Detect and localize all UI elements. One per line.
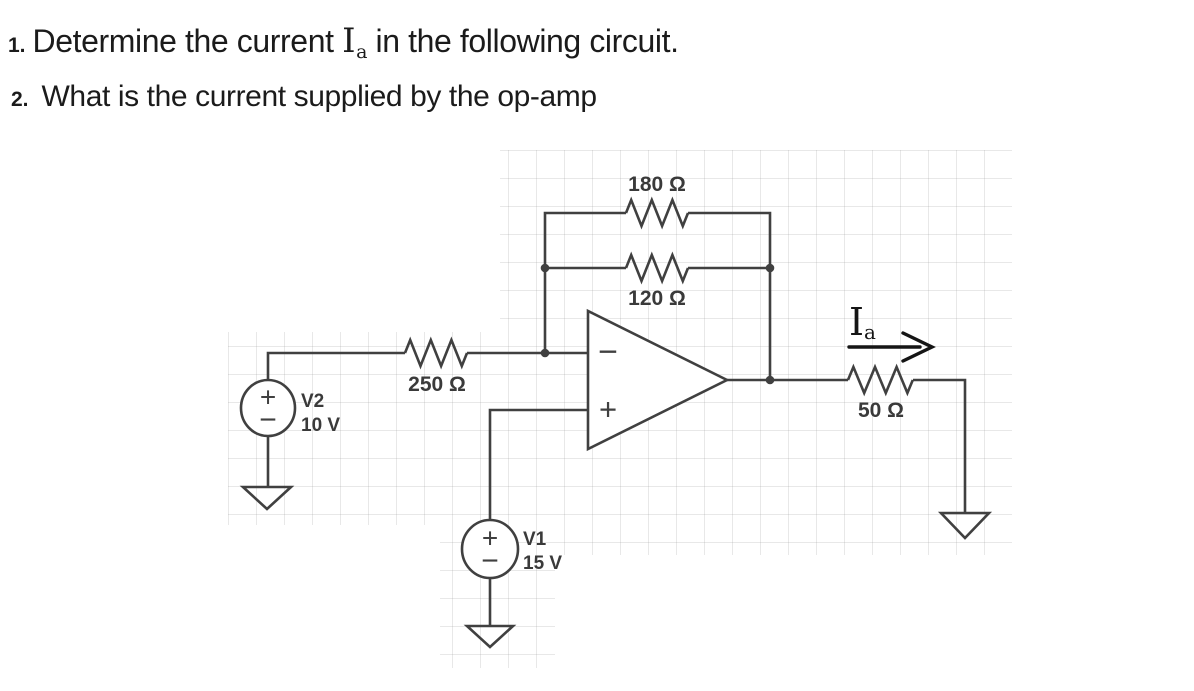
question-2: 2. What is the current supplied by the op… [11,80,597,114]
resistor-50-label: 50 Ω [858,399,904,422]
current-symbol-inline: Ia [342,21,367,63]
source-v2-name: V2 [301,391,324,412]
ground-symbol-v1 [463,624,517,649]
resistor-250-label: 250 Ω [408,373,466,396]
source-v1-value: 15 V [523,553,562,574]
wire-v2-to-r250 [266,351,405,380]
ground-symbol-output [937,511,993,540]
question-1: 1. Determine the current Ia in the follow… [8,21,679,63]
question-1-number: 1. [8,34,26,57]
current-ia-subscript: a [864,320,876,344]
grid-erase-patch [228,150,500,332]
grid-paper-background [228,150,1012,668]
source-v1-name: V1 [523,529,547,550]
resistor-180-symbol [624,196,690,230]
junction-dot [765,375,775,385]
grid-erase-patch [228,525,440,668]
question-1-text-after: in the following circuit. [367,23,679,59]
wire-r50-to-ground [913,378,967,513]
ground-symbol-v2 [239,485,295,511]
resistor-120-symbol [624,251,690,285]
resistor-180-label: 180 Ω [628,173,686,196]
grid-erase-patch [555,555,1012,668]
question-1-text-before: Determine the current [32,23,343,59]
resistor-250-symbol [403,336,469,370]
current-symbol-main: I [342,21,356,61]
junction-dot [540,348,550,358]
wire-opamp-plus-to-v1 [488,408,588,520]
opamp-noninverting-input-sign: + [599,392,617,427]
junction-dot [540,263,550,273]
v2-plus-sign: + [260,382,276,413]
opamp-triangle [586,308,730,452]
resistor-120-label: 120 Ω [628,287,686,310]
junction-dot [765,263,775,273]
v1-minus-sign: − [481,545,499,578]
question-2-text: What is the current supplied by the op-a… [41,80,598,113]
current-ia-label: I [849,300,864,344]
opamp-inverting-input-sign: − [598,333,618,371]
wire-feedback-right [688,211,772,380]
source-v2-value: 10 V [301,415,340,436]
current-direction-arrow-head [901,331,936,363]
question-2-number: 2. [11,88,29,111]
v2-minus-sign: − [259,404,277,437]
current-symbol-subscript: a [356,41,368,63]
v1-plus-sign: + [482,523,498,554]
resistor-50-symbol [846,363,915,397]
wire-feedback-left [543,211,626,353]
